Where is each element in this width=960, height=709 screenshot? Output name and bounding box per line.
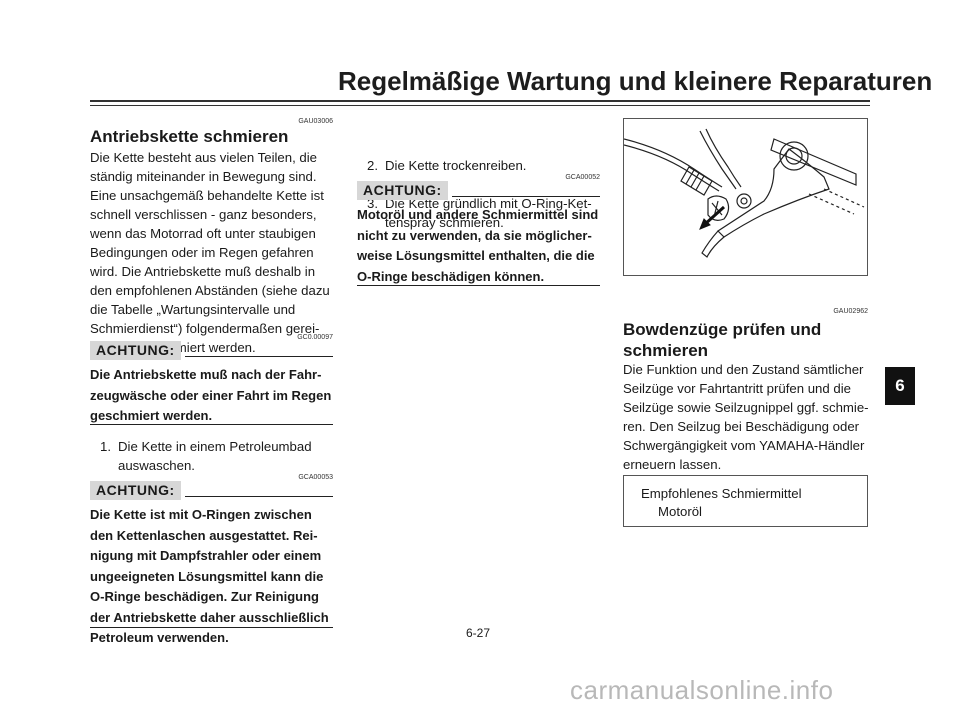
caution-line: den Kettenlaschen ausgestattet. Rei- <box>90 527 318 543</box>
paragraph-line: wird. Die Antriebskette muß deshalb in <box>90 264 316 279</box>
caution-line: zeugwäsche oder einer Fahrt im Regen <box>90 387 332 403</box>
caution-badge: ACHTUNG: <box>357 181 448 200</box>
recommended-lubricant-box: Empfohlenes Schmiermittel Motoröl <box>623 475 868 527</box>
caution-code: GCA00052 <box>565 174 600 181</box>
caution-line: der Antriebskette daher ausschließlich <box>90 609 329 625</box>
lubricant-value: Motoröl <box>658 504 702 519</box>
caution-rule <box>185 496 333 497</box>
paragraph-line: Die Kette besteht aus vielen Teilen, die <box>90 150 318 165</box>
paragraph-line: schnell verschlissen - ganz besonders, <box>90 207 317 222</box>
section-heading: Bowdenzüge prüfen und schmieren <box>623 319 873 361</box>
paragraph-line: Schwergängigkeit vom YAMAHA-Händler <box>623 438 865 453</box>
caution-line: O-Ringe beschädigen. Zur Reinigung <box>90 589 319 604</box>
caution-rule <box>185 356 333 357</box>
step-item: 2. Die Kette trockenreiben. <box>357 156 635 175</box>
caution-text: Motoröl und andere Schmiermittel sind ni… <box>357 205 607 287</box>
caution-text: Die Kette ist mit O-Ringen zwischen den … <box>90 505 340 649</box>
paragraph-line: ren. Den Seilzug bei Beschädigung oder <box>623 419 860 434</box>
step-item: 1. Die Kette in einem Petroleumbad auswa… <box>90 437 368 475</box>
paragraph-line: Schmierdienst“) folgendermaßen gerei- <box>90 321 320 336</box>
paragraph-line: Bedingungen oder im Regen gefahren <box>90 245 314 260</box>
header-rule <box>90 100 870 102</box>
paragraph-line: wenn das Motorrad oft unter staubigen <box>90 226 316 241</box>
section-paragraph: Die Funktion und den Zustand sämtlicher … <box>623 360 873 474</box>
section-code: GAU02962 <box>833 308 868 315</box>
paragraph-line: den empfohlenen Abständen (siehe dazu <box>90 283 330 298</box>
paragraph-line: ständig miteinander in Bewegung sind. <box>90 169 317 184</box>
caution-end-rule <box>90 627 333 628</box>
caution-line: nicht zu verwenden, da sie möglicher- <box>357 227 592 243</box>
caution-text: Die Antriebskette muß nach der Fahr- zeu… <box>90 365 340 427</box>
caution-rule <box>452 196 600 197</box>
paragraph-line: Die Funktion und den Zustand sämtlicher <box>623 362 864 377</box>
step-number: 2. <box>367 158 378 173</box>
caution-end-rule <box>357 285 600 286</box>
step-number: 3. <box>367 196 378 211</box>
section-heading: Antriebskette schmieren <box>90 127 289 146</box>
caution-code: GCA00053 <box>298 474 333 481</box>
caution-line: Die Antriebskette muß nach der Fahr- <box>90 367 322 382</box>
caution-line: O-Ringe beschädigen können. <box>357 268 545 284</box>
caution-line: weise Lösungsmittel enthalten, die die <box>357 248 595 263</box>
page-number: 6-27 <box>466 626 491 640</box>
step-number: 1. <box>100 439 111 454</box>
section-code: GAU03006 <box>298 118 333 125</box>
cable-lubrication-illustration <box>623 118 868 276</box>
step-line: auswaschen. <box>118 458 195 473</box>
paragraph-line: Eine unsachgemäß behandelte Kette ist <box>90 188 324 203</box>
paragraph-line: die Tabelle „Wartungsintervalle und <box>90 302 296 317</box>
section-paragraph: Die Kette besteht aus vielen Teilen, die… <box>90 148 340 357</box>
step-line: Die Kette in einem Petroleumbad <box>118 439 312 454</box>
cable-lever-drawing <box>623 128 865 258</box>
caution-line: ungeeigneten Lösungsmittel kann die <box>90 568 324 584</box>
caution-end-rule <box>90 424 333 425</box>
caution-line: Die Kette ist mit O-Ringen zwischen <box>90 507 312 522</box>
watermark: carmanualsonline.info <box>570 675 834 705</box>
caution-line: nigung mit Dampfstrahler oder einem <box>90 548 322 563</box>
heading-line: schmieren <box>623 341 709 360</box>
chapter-tab: 6 <box>885 367 915 405</box>
caution-code: GC0.00097 <box>297 334 333 341</box>
caution-badge: ACHTUNG: <box>90 481 181 500</box>
step-line: tenspray schmieren. <box>385 215 504 230</box>
caution-line: geschmiert werden. <box>90 408 213 423</box>
paragraph-line: erneuern lassen. <box>623 457 722 472</box>
paragraph-line: Seilzüge vor Fahrtantritt prüfen und die <box>623 381 851 396</box>
lubricant-title: Empfohlenes Schmiermittel <box>641 486 802 501</box>
caution-badge: ACHTUNG: <box>90 341 181 360</box>
caution-line: Petroleum verwenden. <box>90 630 229 645</box>
step-line: Die Kette trockenreiben. <box>385 158 527 173</box>
page-title: Regelmäßige Wartung und kleinere Reparat… <box>338 66 933 96</box>
header-rule-thin <box>90 105 870 106</box>
caution-line: Motoröl und andere Schmiermittel sind <box>357 207 599 222</box>
paragraph-line: Seilzüge sowie Seilzugnippel ggf. schmie… <box>623 400 869 415</box>
heading-line: Bowdenzüge prüfen und <box>623 320 822 339</box>
